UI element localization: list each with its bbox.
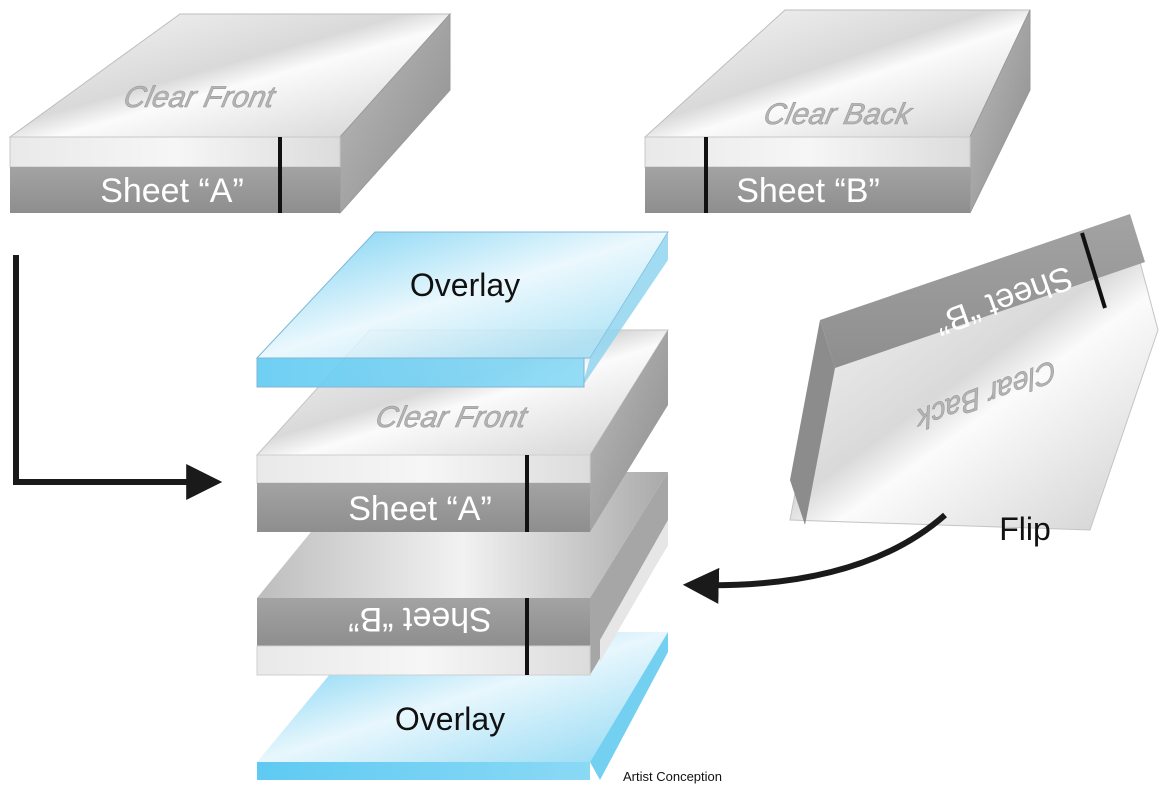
stack-sheet-a-right-face — [590, 330, 668, 532]
sheet-a-clear-edge — [9, 136, 341, 168]
stack-sheet-b-gray-edge — [257, 598, 590, 646]
bottom-overlay-edge — [257, 762, 590, 780]
bottom-overlay-label: Overlay — [395, 701, 505, 737]
stack-sheet-a-clear-edge — [256, 454, 591, 484]
flipped-sheet-alignment-mark — [1080, 232, 1107, 309]
stack-sheet-a-label: Sheet “A” — [348, 490, 492, 528]
stack-sheet-a-gray-edge — [257, 483, 590, 532]
sheet-b-clear-edge — [644, 136, 971, 168]
top-overlay-edge — [256, 357, 585, 388]
sheet-b-label: Sheet “B” — [736, 172, 880, 210]
flipped-sheet-gray-edge — [820, 214, 1145, 368]
top-overlay: Overlay — [255, 231, 669, 388]
flipped-sheet-left-face — [790, 320, 835, 525]
sheet-b-top-text: Clear Back — [761, 98, 916, 131]
sheet-a-gray-edge — [10, 167, 340, 213]
sheet-b-gray-edge — [645, 167, 970, 213]
sheet-b-block: Clear Back Sheet “B” — [643, 9, 1031, 214]
flip-arrow — [682, 512, 947, 604]
top-overlay-label: Overlay — [410, 267, 520, 303]
stack-sheet-b-right-clear — [600, 520, 668, 662]
stack-sheet-b-clear-edge — [256, 645, 591, 676]
caption: Artist Conception — [623, 769, 722, 784]
sheet-a-top-text: Clear Front — [121, 81, 279, 114]
bottom-overlay-right-face — [590, 632, 668, 780]
sheet-a-arrow — [13, 255, 223, 500]
flip-label: Flip — [999, 511, 1051, 547]
sheet-a-label: Sheet “A” — [100, 172, 244, 210]
sheet-a-block: Clear Front Sheet “A” — [8, 12, 452, 215]
flipped-sheet-b-block: Sheet “B” Clear Back — [789, 214, 1159, 531]
stack-sheet-a-top-text: Clear Front — [373, 401, 531, 434]
stack-sheet-b-label: Sheet “B” — [348, 600, 492, 638]
top-overlay-right-face — [582, 232, 668, 387]
